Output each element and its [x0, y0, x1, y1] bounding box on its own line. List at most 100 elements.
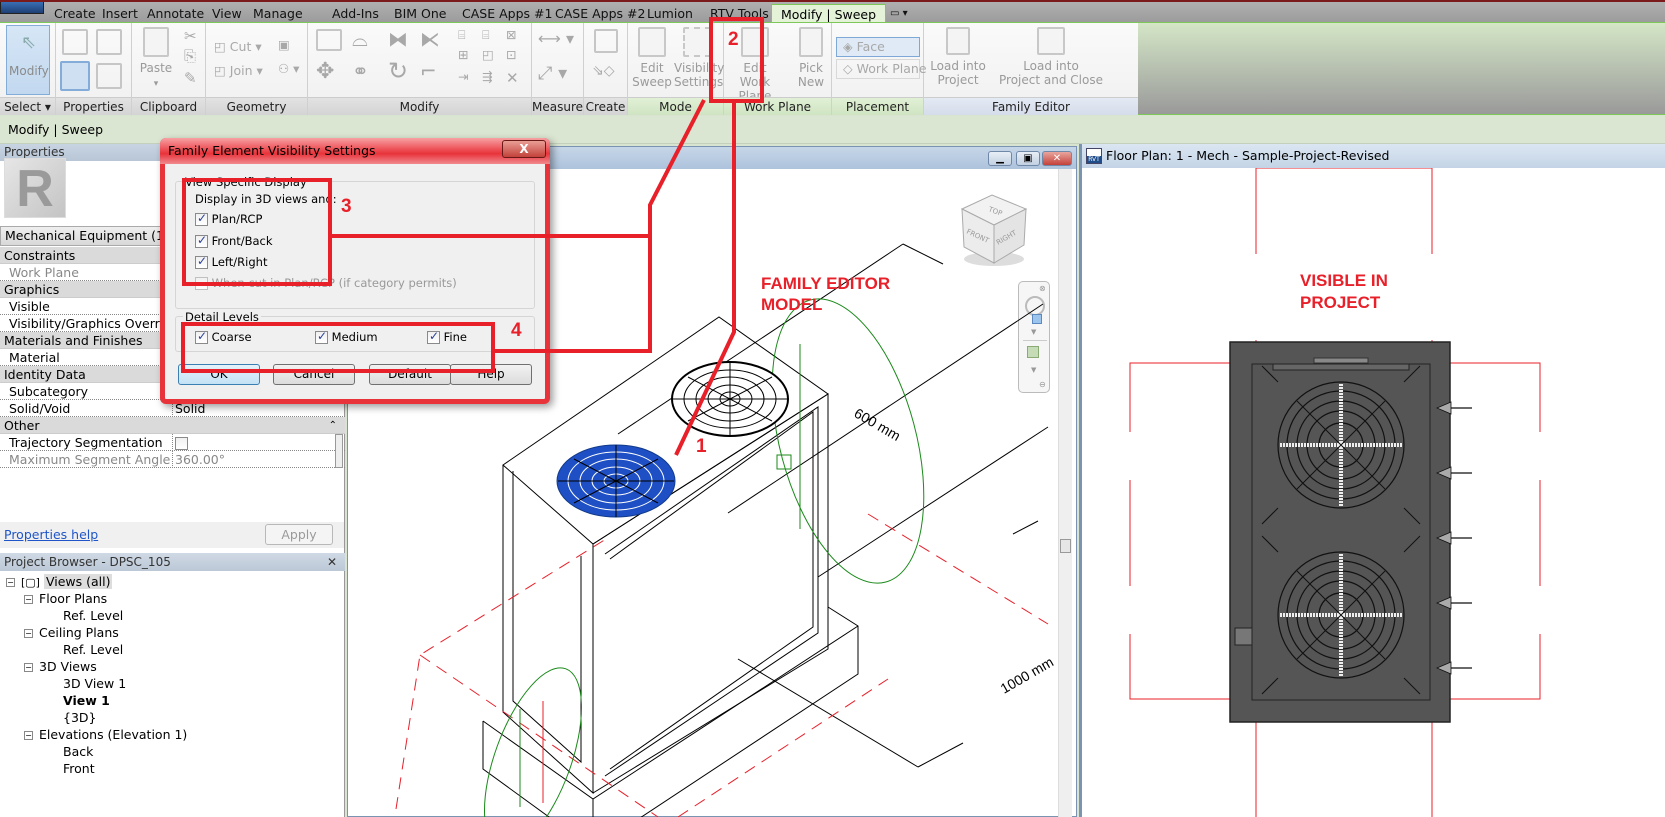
front-back-checkbox[interactable]: Front/Back — [195, 233, 273, 248]
tree-item-ceiling-plans[interactable]: −Ceiling Plans — [24, 625, 119, 640]
mirror-pick-axis-icon[interactable]: ⧓ — [388, 27, 408, 51]
tree-item-elevations[interactable]: −Elevations (Elevation 1) — [24, 727, 188, 742]
minimize-button[interactable]: ▁ — [988, 151, 1012, 166]
work-plane-placement-button[interactable]: ◇ Work Plane — [836, 59, 927, 79]
tab-modify-sweep[interactable]: Modify | Sweep — [771, 4, 887, 24]
collapse-icon[interactable]: − — [6, 578, 15, 587]
restore-button[interactable]: ▣ — [1016, 151, 1040, 166]
family-types-icon[interactable] — [62, 29, 88, 55]
collapse-icon[interactable]: − — [24, 731, 33, 740]
viewcube[interactable]: TOP FRONT RIGHT — [956, 189, 1030, 269]
tab-view[interactable]: View — [212, 6, 242, 21]
scrollbar-thumb[interactable] — [1060, 539, 1071, 553]
properties-palette-icon[interactable] — [60, 61, 90, 91]
array-icon[interactable]: ⊞ — [458, 47, 469, 62]
tree-item[interactable]: Ref. Level — [63, 608, 124, 623]
zoom-region-icon[interactable] — [1027, 346, 1039, 358]
collapse-icon[interactable]: − — [24, 629, 33, 638]
plan-rcp-checkbox[interactable]: Plan/RCP — [195, 211, 262, 226]
tab-annotate[interactable]: Annotate — [147, 6, 205, 21]
face-button[interactable]: ◈ Face — [836, 37, 920, 57]
trim-multiple-icon[interactable]: ⇶ — [482, 69, 493, 84]
chevron-down-icon[interactable]: ▼ — [1031, 328, 1037, 336]
nav-options-icon[interactable]: ⊖ — [1039, 380, 1046, 389]
condensing-unit-plan[interactable] — [1229, 341, 1472, 723]
tree-item-active[interactable]: View 1 — [63, 693, 110, 708]
tree-item[interactable]: Back — [63, 744, 94, 759]
move-icon[interactable]: ✥ — [316, 59, 335, 84]
apply-button[interactable]: Apply — [265, 524, 333, 545]
match-type-icon[interactable]: ✎ — [184, 69, 197, 87]
family-3d-model-canvas[interactable]: 600 mm 1000 mm — [348, 169, 1060, 817]
copy-element-icon[interactable]: ⚭ — [352, 59, 369, 83]
close-icon[interactable]: ✕ — [326, 555, 337, 569]
create-group-icon[interactable]: ⇘◇ — [592, 63, 615, 79]
dialog-close-button[interactable]: X — [502, 140, 546, 158]
close-nav-icon[interactable]: ⊗ — [1039, 284, 1046, 293]
tab-case-apps-2[interactable]: CASE Apps #2 — [555, 6, 646, 21]
fine-checkbox[interactable]: Fine — [427, 329, 467, 344]
wall-joins-icon[interactable]: ▣ — [278, 37, 290, 52]
join-geometry-button[interactable]: ◰ Join ▾ — [214, 63, 263, 78]
trajectory-segmentation-checkbox[interactable] — [175, 437, 188, 450]
split-gap-icon[interactable]: ⌸ — [482, 27, 490, 42]
properties-help-link[interactable]: Properties help — [4, 527, 99, 542]
collapse-icon[interactable]: ⌃ — [328, 420, 337, 431]
tree-item[interactable]: Front — [63, 761, 95, 776]
measure-between-icon[interactable]: ⟷ ▾ — [538, 29, 575, 48]
properties-scrollbar[interactable] — [335, 434, 343, 468]
coarse-checkbox[interactable]: Coarse — [195, 329, 252, 344]
medium-checkbox[interactable]: Medium — [315, 329, 378, 344]
tab-create[interactable]: Create — [54, 6, 96, 21]
split-face-icon[interactable]: ⚇ ▾ — [278, 61, 300, 76]
cut-geometry-button[interactable]: ◰ Cut ▾ — [214, 39, 262, 54]
fan-grille-selected[interactable] — [556, 444, 676, 518]
vertical-scrollbar[interactable] — [1058, 169, 1072, 817]
split-element-icon[interactable]: ⌸ — [458, 27, 466, 42]
tab-lumion[interactable]: Lumion — [647, 6, 693, 21]
tree-item-3d-views[interactable]: −3D Views — [24, 659, 97, 674]
application-menu-button[interactable] — [0, 2, 44, 14]
tree-item[interactable]: Ref. Level — [63, 642, 124, 657]
fan-grille[interactable] — [671, 361, 789, 437]
unpin-icon[interactable]: ⊠ — [506, 27, 517, 42]
chevron-down-icon[interactable]: ▼ — [1031, 366, 1037, 374]
category-other[interactable]: Other⌃ — [0, 417, 345, 434]
left-right-checkbox[interactable]: Left/Right — [195, 254, 267, 269]
collapse-icon[interactable]: − — [24, 595, 33, 604]
tree-item-floor-plans[interactable]: −Floor Plans — [24, 591, 108, 606]
tree-item[interactable]: 3D View 1 — [63, 676, 127, 691]
trim-single-icon[interactable]: ⇥ — [458, 69, 469, 84]
family-category-icon[interactable] — [96, 63, 122, 89]
trim-extend-icon[interactable]: ⌐ — [420, 59, 437, 83]
cut-scissors-icon[interactable]: ✂ — [184, 27, 197, 45]
select-dropdown[interactable]: Select ▾ — [0, 97, 55, 115]
dialog-titlebar[interactable]: Family Element Visibility Settings X — [160, 138, 550, 164]
copy-icon[interactable]: ⎘ — [184, 47, 197, 65]
tree-item[interactable]: {3D} — [63, 710, 97, 725]
delete-icon[interactable]: ✕ — [506, 69, 519, 87]
tab-manage[interactable]: Manage — [253, 6, 303, 21]
rotate-icon[interactable]: ↻ — [388, 57, 409, 85]
tree-item-views-all[interactable]: −[▢] Views (all) — [6, 574, 113, 589]
scale-icon[interactable]: ◰ — [482, 47, 494, 62]
mirror-draw-axis-icon[interactable]: ⧔ — [420, 27, 440, 51]
tab-bim-one[interactable]: BIM One — [394, 6, 447, 21]
offset-icon[interactable]: ⌓ — [352, 27, 368, 51]
paste-button[interactable]: Paste▾ — [138, 27, 174, 91]
panel-toggle-icon[interactable]: ▭ ▾ — [890, 8, 908, 19]
create-similar-icon[interactable] — [594, 29, 618, 53]
property-row[interactable]: Trajectory Segmentation — [0, 434, 345, 451]
tab-case-apps-1[interactable]: CASE Apps #1 — [462, 6, 553, 21]
tab-insert[interactable]: Insert — [102, 6, 138, 21]
pin-icon[interactable]: ⊡ — [506, 47, 517, 62]
modify-button[interactable]: ⇖ Modify — [6, 25, 50, 95]
close-button[interactable]: ✕ — [1042, 151, 1072, 166]
tab-add-ins[interactable]: Add-Ins — [332, 6, 379, 21]
aligned-dimension-icon[interactable]: ⤢ ▾ — [538, 63, 568, 84]
align-icon[interactable] — [316, 29, 342, 51]
